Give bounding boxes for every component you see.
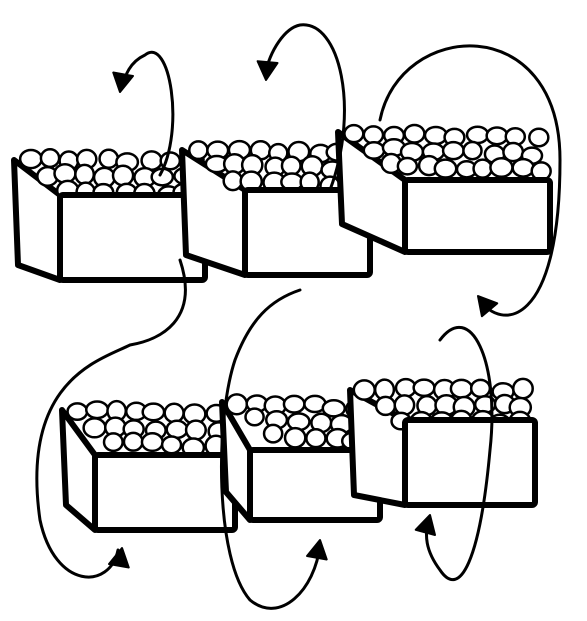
- fruit: [364, 142, 384, 158]
- arrow-head: [113, 73, 133, 92]
- fruit: [68, 403, 88, 419]
- arrow-head: [307, 540, 327, 559]
- fruit: [344, 125, 363, 142]
- fruit: [487, 127, 508, 144]
- arrow-head: [258, 61, 278, 80]
- fruit: [490, 158, 512, 177]
- fruit: [20, 150, 42, 168]
- fruit: [285, 428, 305, 447]
- crate-front: [405, 180, 550, 252]
- fruit: [84, 418, 106, 437]
- fruit: [395, 395, 414, 414]
- fruit: [376, 397, 395, 415]
- fruit: [513, 379, 532, 398]
- crate-top-right: [338, 125, 551, 252]
- fruit: [425, 127, 447, 144]
- fruit: [398, 158, 417, 174]
- fruit: [474, 160, 492, 178]
- fruit: [513, 159, 534, 176]
- fruit: [104, 433, 123, 451]
- crate-top-left: [14, 149, 205, 280]
- fruit: [227, 394, 247, 414]
- crate-bottom-left: [62, 401, 235, 530]
- fruit: [529, 129, 548, 147]
- fruit: [113, 166, 133, 186]
- fruit: [75, 165, 93, 184]
- arrow-head: [109, 548, 129, 567]
- fruit: [414, 380, 435, 396]
- fruit: [142, 433, 163, 451]
- fruit: [143, 404, 164, 421]
- fruit: [86, 401, 108, 418]
- fruit: [186, 421, 206, 440]
- fruit: [41, 149, 59, 167]
- fruit: [124, 433, 143, 451]
- crate-front: [405, 420, 535, 505]
- fruit: [284, 396, 304, 413]
- arrow-head: [416, 515, 435, 535]
- fruit: [354, 380, 375, 399]
- fruit: [364, 126, 383, 143]
- fruit: [463, 142, 481, 159]
- fruit: [246, 409, 264, 426]
- fruit: [306, 429, 325, 447]
- fruit: [451, 380, 472, 398]
- fruit: [467, 127, 488, 143]
- fruit: [189, 141, 207, 159]
- fruit: [471, 380, 490, 397]
- fruit: [282, 157, 301, 175]
- crates-layer: [14, 125, 551, 530]
- crate-front: [95, 455, 235, 530]
- fruit: [100, 150, 118, 168]
- fruit: [435, 160, 456, 178]
- fruit: [264, 425, 282, 442]
- fruit: [167, 421, 188, 438]
- fruit: [165, 404, 184, 422]
- fruit: [224, 171, 242, 190]
- fruit: [443, 142, 464, 159]
- fruit: [162, 436, 181, 453]
- fruit: [405, 125, 425, 143]
- crate-bottom-right: [350, 379, 535, 505]
